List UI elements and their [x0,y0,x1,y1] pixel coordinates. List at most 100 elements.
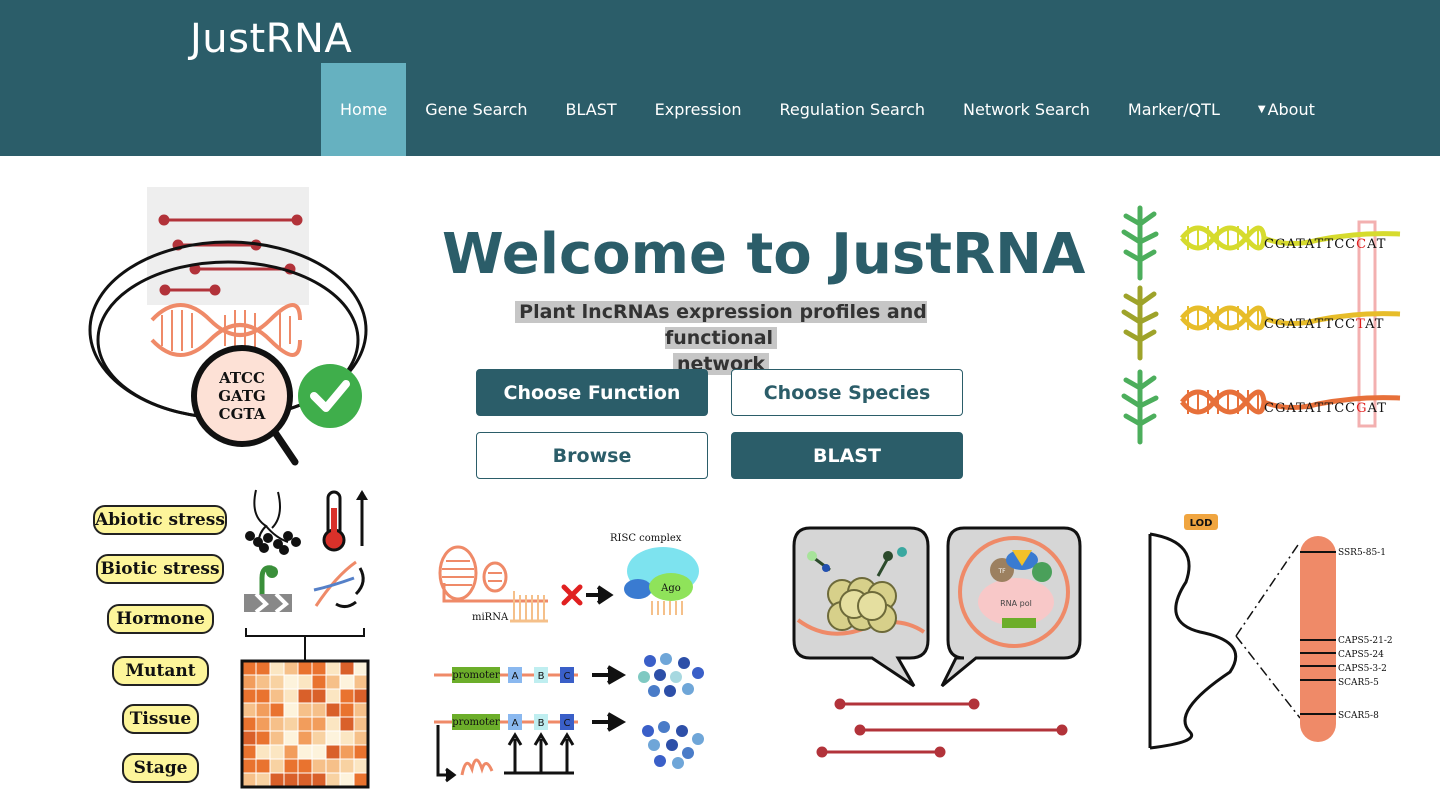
qtl-dashed-lines [1235,541,1301,719]
nav-item-home[interactable]: Home [321,63,407,156]
gene-a-label: A [512,718,519,729]
heatmap-cell [353,702,369,718]
heatmap-cell [241,716,257,732]
heatmap-cell [297,688,313,704]
heatmap-cell [255,730,271,746]
main-nav: Home Gene Search BLAST Expression Regula… [321,63,1334,156]
lod-curve [1149,532,1238,750]
nav-item-marker-qtl[interactable]: Marker/QTL [1109,63,1239,156]
nav-item-about[interactable]: ▼About [1239,63,1334,156]
nav-item-network-search[interactable]: Network Search [944,63,1109,156]
snp-variant: C [1356,237,1367,252]
heatmap-cell [339,758,355,774]
heatmap-cell [353,758,369,774]
lncrna-squiggle-icon [460,758,494,776]
heatmap-cell [241,688,257,704]
heatmap-cell [325,674,341,690]
marker-label: SCAR5-5 [1338,678,1379,688]
rna-pol-label: RNA pol [1000,599,1032,608]
heatmap-grid [241,660,369,788]
heatmap-cell [353,660,369,676]
heatmap-cell [311,716,327,732]
caret-down-icon: ▼ [1257,104,1266,115]
nav-item-regulation-search[interactable]: Regulation Search [761,63,945,156]
heatmap-cell [269,744,285,760]
risc-complex-label: RISC complex [610,533,682,544]
heatmap-cell [241,758,257,774]
heatmap-cell [283,702,299,718]
heatmap-cell [269,716,285,732]
plant-icon [1121,369,1159,445]
sequence-text: CGATATTCCGAT [1264,401,1387,416]
heatmap-cell [311,660,327,676]
block-x-icon [561,584,583,606]
heatmap-cell [269,702,285,718]
heatmap-cell [255,674,271,690]
marker-label: CAPS5-21-2 [1338,636,1393,646]
heatmap-cell [241,772,257,788]
heatmap-cell [241,702,257,718]
heatmap-cell [283,758,299,774]
heatmap-cell [325,744,341,760]
browse-button[interactable]: Browse [476,432,708,479]
heatmap-cell [283,772,299,788]
marker-label: SCAR5-8 [1338,711,1379,721]
blast-button[interactable]: BLAST [731,432,963,479]
heatmap-cell [325,688,341,704]
nav-item-label: Network Search [963,100,1090,119]
heatmap-cell [297,716,313,732]
arrow-icon [586,585,614,605]
gene-c-label: C [564,671,571,682]
sequence-row: CGATATTCCCAT [1121,205,1401,281]
check-icon [298,364,362,428]
promoter-label: promoter [452,670,500,681]
top-header: JustRNA Home Gene Search BLAST Expressio… [0,0,1440,156]
plant-icon [1121,285,1159,361]
qtl-mapping-illustration: LOD SSR5-85-1 CAPS5-21-2 CAPS5-24 CAPS5-… [1148,514,1393,750]
tf-label: TF [997,568,1006,575]
choose-species-button[interactable]: Choose Species [731,369,963,416]
heatmap-cell [339,688,355,704]
lod-badge [1184,514,1218,530]
promoter-label: promoter [452,717,500,728]
interaction-reads [816,698,1068,758]
heatmap-cell [283,688,299,704]
protein-cluster-icon [638,653,704,697]
chromatin-interaction-illustration: RNA pol TF [792,526,1082,758]
lod-label: LOD [1190,518,1213,529]
sequence-text: CGATATTCCCAT [1264,237,1386,252]
heatmap-cell [325,702,341,718]
expression-heatmap-illustration [240,489,370,789]
heatmap-cell [241,744,257,760]
heatmap-cell [353,674,369,690]
choose-function-button[interactable]: Choose Function [476,369,708,416]
roots-icon [245,489,301,555]
heatmap-cell [297,660,313,676]
subtitle-line-1: Plant lncRNAs expression profiles and fu… [515,301,927,349]
nav-item-label: Gene Search [425,100,528,119]
heatmap-cell [269,772,285,788]
mirna-label: miRNA [472,612,509,623]
heatmap-cell [353,688,369,704]
page-title: Welcome to JustRNA [442,222,1086,287]
magnifier-icon [191,345,293,447]
gene-b-label: B [538,718,545,729]
nav-item-gene-search[interactable]: Gene Search [406,63,546,156]
heatmap-cell [325,716,341,732]
heatmap-cell [325,758,341,774]
sequence-text: CGATATTCCTAT [1264,317,1384,332]
brand-logo-text[interactable]: JustRNA [190,16,353,62]
condition-tag: Hormone [107,604,214,634]
heatmap-cell [311,744,327,760]
heatmap-cell [325,730,341,746]
heatmap-cell [255,744,271,760]
heatmap-cell [339,772,355,788]
heatmap-cell [283,716,299,732]
heatmap-cell [325,772,341,788]
nav-item-expression[interactable]: Expression [636,63,761,156]
heatmap-cell [297,730,313,746]
heatmap-cell [297,674,313,690]
heatmap-cell [255,688,271,704]
sequence-row: CGATATTCCTAT [1121,285,1401,361]
nav-item-blast[interactable]: BLAST [547,63,636,156]
